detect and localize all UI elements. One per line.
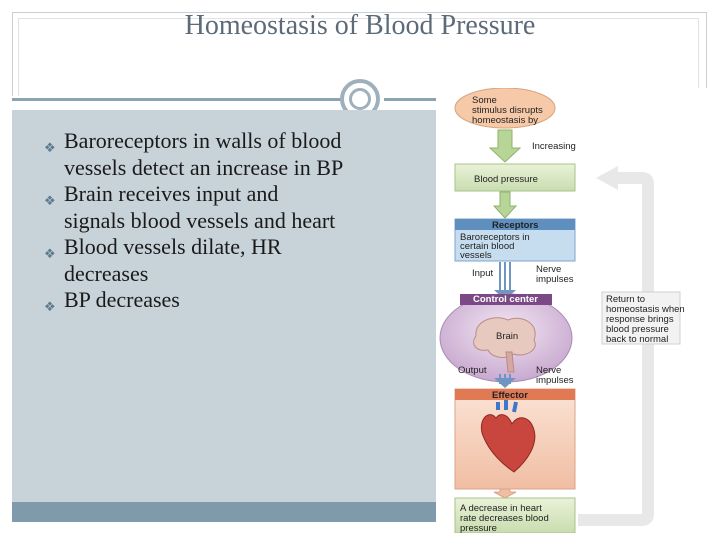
bullet-text: Baroreceptors in walls of blood vessels … (64, 128, 344, 180)
slide-title: Homeostasis of Blood Pressure (184, 10, 536, 41)
title-divider-left (12, 98, 342, 101)
output-nerve-line-1: Nerve (536, 365, 561, 376)
blood-pressure-label: Blood pressure (474, 174, 538, 185)
input-nerve-arrows (499, 262, 511, 293)
stimulus-line-1: Some (472, 95, 497, 106)
return-line-1: Return to (606, 294, 645, 305)
receptors-header: Receptors (492, 220, 538, 231)
result-box (454, 497, 576, 534)
return-line-4: blood pressure (606, 324, 669, 335)
bullet-list: ❖ Baroreceptors in walls of blood vessels… (44, 128, 344, 314)
arrow-down-icon (492, 191, 518, 219)
output-nerve-line-2: impulses (536, 375, 574, 386)
brain-icon (473, 317, 536, 358)
input-label: Input (472, 268, 493, 279)
receptors-header-bar (455, 219, 575, 230)
arrow-down-icon (488, 129, 522, 163)
arrow-down-icon (493, 488, 517, 499)
bullet-glyph-icon: ❖ (44, 246, 56, 261)
brain-label: Brain (496, 331, 518, 342)
return-line-3: response brings (606, 314, 674, 325)
input-nerve-line-2: impulses (536, 274, 574, 285)
feedback-arrowhead-icon (596, 166, 618, 190)
heart-vessel-icon (496, 400, 518, 413)
bullet-item: ❖ Blood vessels dilate, HR decreases (44, 234, 344, 287)
return-line-2: homeostasis when (606, 304, 685, 315)
title-frame-inner (18, 18, 699, 96)
heart-icon (480, 414, 536, 473)
result-line-3: pressure (460, 523, 497, 533)
bullet-text: BP decreases (64, 287, 180, 312)
bullet-glyph-icon: ❖ (44, 193, 56, 208)
control-center-header-bar (460, 294, 552, 305)
blood-pressure-box (454, 163, 576, 192)
effector-header: Effector (492, 390, 528, 401)
bullet-item: ❖ BP decreases (44, 287, 344, 314)
receptors-line-3: vessels (460, 250, 492, 261)
control-center-header: Control center (473, 294, 538, 305)
result-line-2: rate decreases blood (460, 513, 549, 524)
bullet-text: Blood vessels dilate, HR decreases (64, 234, 282, 286)
return-box (601, 291, 681, 345)
input-nerve-line-1: Nerve (536, 264, 561, 275)
effector-header-bar (455, 389, 575, 400)
brain-stem-icon (505, 351, 515, 373)
stimulus-oval (454, 87, 556, 129)
result-line-1: A decrease in heart (460, 503, 542, 514)
feedback-loop-arrow (578, 172, 654, 526)
receptors-line-2: certain blood (460, 241, 514, 252)
stimulus-line-2: stimulus disrupts (472, 105, 543, 116)
increasing-label: Increasing (532, 141, 576, 152)
bottom-accent-bar (12, 502, 436, 522)
return-line-5: back to normal (606, 334, 668, 345)
bullet-text: Brain receives input and signals blood v… (64, 181, 336, 233)
receptors-line-1: Baroreceptors in (460, 232, 530, 243)
homeostasis-diagram: Some stimulus disrupts homeostasis by In… (436, 87, 720, 534)
content-panel (12, 110, 436, 502)
output-label: Output (458, 365, 487, 376)
bullet-glyph-icon: ❖ (44, 140, 56, 155)
bullet-item: ❖ Baroreceptors in walls of blood vessels… (44, 128, 344, 181)
stimulus-line-3: homeostasis by (472, 115, 538, 126)
output-arrowhead-icon (494, 378, 516, 388)
bullet-glyph-icon: ❖ (44, 299, 56, 314)
bullet-item: ❖ Brain receives input and signals blood … (44, 181, 344, 234)
title-frame-outer (12, 12, 707, 96)
